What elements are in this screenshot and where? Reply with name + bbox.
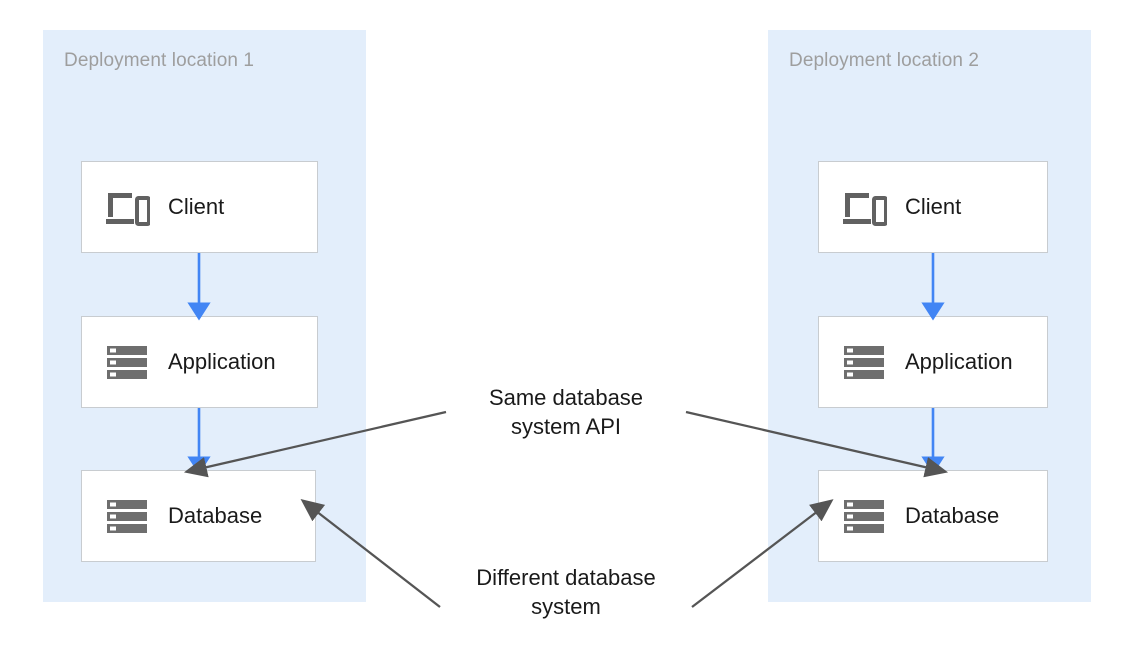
node-database-2[interactable]: Database <box>818 470 1048 562</box>
server-stack-icon <box>841 342 887 382</box>
annotation-same-database-system-api: Same database system API <box>488 385 644 439</box>
node-database-1-label: Database <box>168 503 263 528</box>
devices-icon <box>841 187 888 227</box>
server-stack-icon <box>841 496 887 536</box>
node-client-2-label: Client <box>905 194 962 219</box>
server-stack-icon <box>104 496 150 536</box>
annotation-different-database-system: Different database system <box>476 565 656 619</box>
devices-icon <box>104 187 151 227</box>
node-database-2-label: Database <box>905 503 1000 528</box>
node-client-1[interactable]: Client <box>81 161 318 253</box>
node-application-1-label: Application <box>168 349 276 374</box>
node-client-2[interactable]: Client <box>818 161 1048 253</box>
server-stack-icon <box>104 342 150 382</box>
node-application-2-label: Application <box>905 349 1013 374</box>
deployment-zone-2-label: Deployment location 2 <box>789 50 980 71</box>
node-database-1[interactable]: Database <box>81 470 316 562</box>
deployment-zone-1-label: Deployment location 1 <box>64 50 255 71</box>
node-application-1[interactable]: Application <box>81 316 318 408</box>
node-application-2[interactable]: Application <box>818 316 1048 408</box>
node-client-1-label: Client <box>168 194 225 219</box>
